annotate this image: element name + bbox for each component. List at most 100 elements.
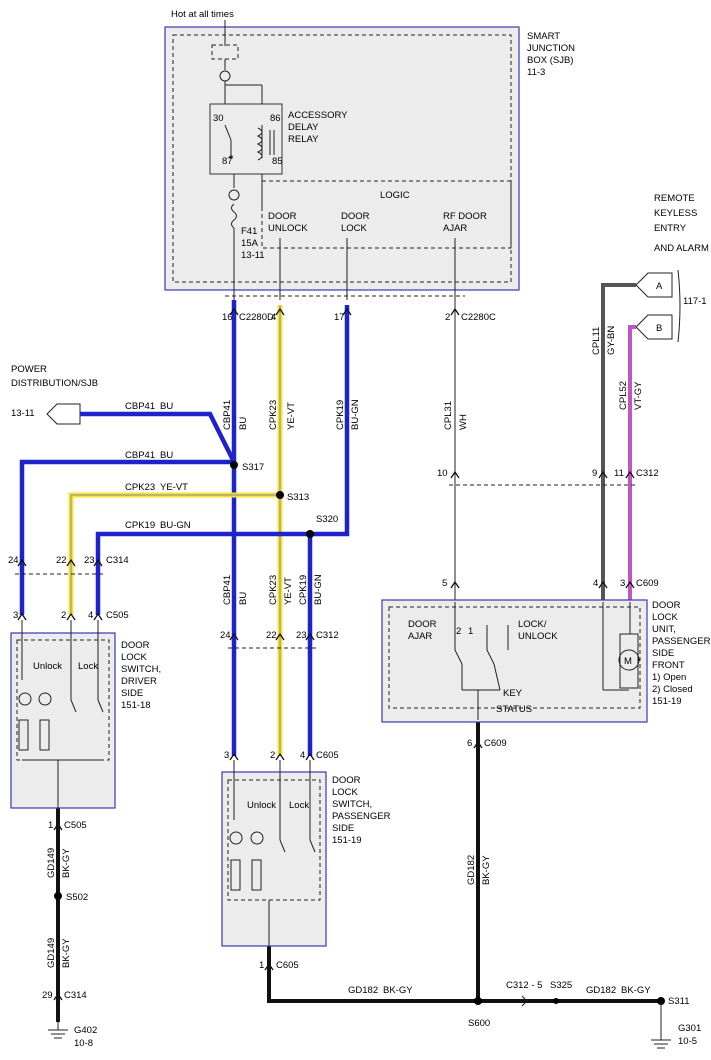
pin-2-sjb: 2 xyxy=(445,312,450,323)
ground-g301-icon xyxy=(651,1001,671,1049)
splice-s317: S317 xyxy=(242,462,264,473)
relay-label-line1: ACCESSORY xyxy=(288,110,348,121)
connector-c605-lower: C605 xyxy=(276,960,299,971)
vlabel-ye-vt-lower: YE-VT xyxy=(283,577,294,605)
pin-10-c312: 10 xyxy=(437,468,448,479)
color-bk-gy-bottom-a: BK-GY xyxy=(383,985,413,996)
power-distribution: POWER DISTRIBUTION/SJB 13-11 xyxy=(11,364,98,425)
lock-unit-line3: UNIT, xyxy=(652,624,676,635)
connector-c314-upper: C314 xyxy=(106,555,129,566)
vlabel-gd149-lower: GD149 xyxy=(46,938,57,968)
circuit-cbp41-mid: CBP41 xyxy=(125,450,155,461)
pin-5-c609: 5 xyxy=(442,578,447,589)
ground-g402-ref: 10-8 xyxy=(74,1038,93,1049)
pin-4-sjb: 4 xyxy=(271,312,276,323)
key-status-line1: KEY xyxy=(503,688,523,699)
color-bu-gn-mid: BU-GN xyxy=(160,520,191,531)
passenger-unlock-label: Unlock xyxy=(247,800,276,811)
vlabel-bk-gy-gd182: BK-GY xyxy=(481,855,492,885)
relay-pin-86: 86 xyxy=(270,113,281,124)
pin-2-c605: 2 xyxy=(270,750,275,761)
vlabel-bu-upper: BU xyxy=(238,417,249,430)
door-lock-line2: LOCK xyxy=(341,223,368,234)
splice-s325-dot xyxy=(553,998,559,1004)
splice-s311: S311 xyxy=(668,996,689,1007)
pin-22-c312: 22 xyxy=(266,630,277,641)
color-bk-gy-bottom-b: BK-GY xyxy=(621,985,651,996)
passenger-switch-line3: SWITCH, xyxy=(332,799,372,810)
logic-label: LOGIC xyxy=(380,190,410,201)
connector-c312-mid: C312 xyxy=(316,630,339,641)
pin-1-c505: 1 xyxy=(48,820,53,831)
fuse-15a-label: 15A xyxy=(241,238,259,249)
door-lock-line1: DOOR xyxy=(341,211,370,222)
vlabel-cpk23-upper: CPK23 xyxy=(268,400,279,430)
driver-switch-line1: DOOR xyxy=(121,640,150,651)
passenger-switch-line6: 151-19 xyxy=(332,835,362,846)
ground-g301-label: G301 xyxy=(678,1023,701,1034)
hot-at-all-times-label: Hot at all times xyxy=(171,9,234,20)
vlabel-cpk19-lower: CPK19 xyxy=(298,575,309,605)
connector-c609-upper: C609 xyxy=(636,578,659,589)
vlabel-cpl52: CPL52 xyxy=(618,381,629,410)
wire-cpk19-driver xyxy=(95,531,310,615)
pin-23-c314: 23 xyxy=(84,555,95,566)
pin-16: 16 xyxy=(222,312,233,323)
passenger-lock-label: Lock xyxy=(289,800,309,811)
vlabel-bu-gn-upper: BU-GN xyxy=(350,399,361,430)
power-dist-ref: 13-11 xyxy=(11,408,35,419)
pin-23-c312: 23 xyxy=(296,630,307,641)
sjb-title-line4: 11-3 xyxy=(527,67,545,78)
circuit-gd182-bottom-b: GD182 xyxy=(586,985,616,996)
passenger-switch-line4: PASSENGER xyxy=(332,811,391,822)
lock-unit-line4: PASSENGER xyxy=(652,636,711,647)
pin-3-c605: 3 xyxy=(224,750,229,761)
sjb-module: Hot at all times SMART JUNCTION BOX (SJB… xyxy=(164,9,575,300)
driver-switch-line2: LOCK xyxy=(121,652,148,663)
sjb-title-line3: BOX (SJB) xyxy=(527,55,573,66)
splice-s600: S600 xyxy=(468,1018,490,1029)
circuit-gd182-bottom-a: GD182 xyxy=(348,985,378,996)
lock-unit-line7: 1) Open xyxy=(652,672,686,683)
door-unlock-line2: UNLOCK xyxy=(268,223,308,234)
connector-c605-upper: C605 xyxy=(316,750,339,761)
ground-g402-icon xyxy=(48,1022,68,1039)
splice-s313-dot xyxy=(276,491,284,499)
connector-c312-right: C312 xyxy=(636,468,659,479)
circuit-cpk23-mid: CPK23 xyxy=(125,482,155,493)
wire-cpl11 xyxy=(601,283,636,602)
pin-29-c314: 29 xyxy=(42,990,53,1001)
splice-s320-dot xyxy=(306,530,314,538)
rke-line3: ENTRY xyxy=(654,223,687,234)
driver-unlock-label: Unlock xyxy=(33,661,62,672)
pin-24-c314: 24 xyxy=(8,555,19,566)
splice-s325: S325 xyxy=(550,980,572,991)
splice-s320: S320 xyxy=(316,514,338,525)
ground-g402-label: G402 xyxy=(74,1025,97,1036)
connector-arrows xyxy=(17,307,635,1001)
pin-11-c312: 11 xyxy=(614,468,624,479)
rke-pin-a-tab xyxy=(635,272,673,298)
lock-unit-lock-unlock-line2: UNLOCK xyxy=(518,631,558,642)
power-dist-line2: DISTRIBUTION/SJB xyxy=(11,378,98,389)
passenger-switch-line5: SIDE xyxy=(332,823,354,834)
vlabel-wh: WH xyxy=(458,414,469,430)
rke-pin-a-label: A xyxy=(656,281,663,292)
vlabel-bu-gn-lower: BU-GN xyxy=(313,574,324,605)
splice-s317-dot xyxy=(230,461,238,469)
splice-s502: S502 xyxy=(66,892,88,903)
lock-unit-lock-unlock-line1: LOCK/ xyxy=(518,619,547,630)
circuit-cbp41-top: CBP41 xyxy=(125,401,155,412)
pin-4-c605: 4 xyxy=(300,750,305,761)
vlabel-cpk23-lower: CPK23 xyxy=(268,575,279,605)
vlabel-vt-gy: VT-GY xyxy=(633,381,644,410)
key-status-line2: STATUS xyxy=(496,704,532,715)
power-dist-line1: POWER xyxy=(11,364,47,375)
rke-pin-b-label: B xyxy=(656,323,662,334)
driver-switch-line4: DRIVER xyxy=(121,676,157,687)
lock-unit-line8: 2) Closed xyxy=(652,684,693,695)
vlabel-gd149-upper: GD149 xyxy=(46,848,57,878)
pin-17: 17 xyxy=(334,312,345,323)
ground-g301-ref: 10-5 xyxy=(678,1036,697,1047)
